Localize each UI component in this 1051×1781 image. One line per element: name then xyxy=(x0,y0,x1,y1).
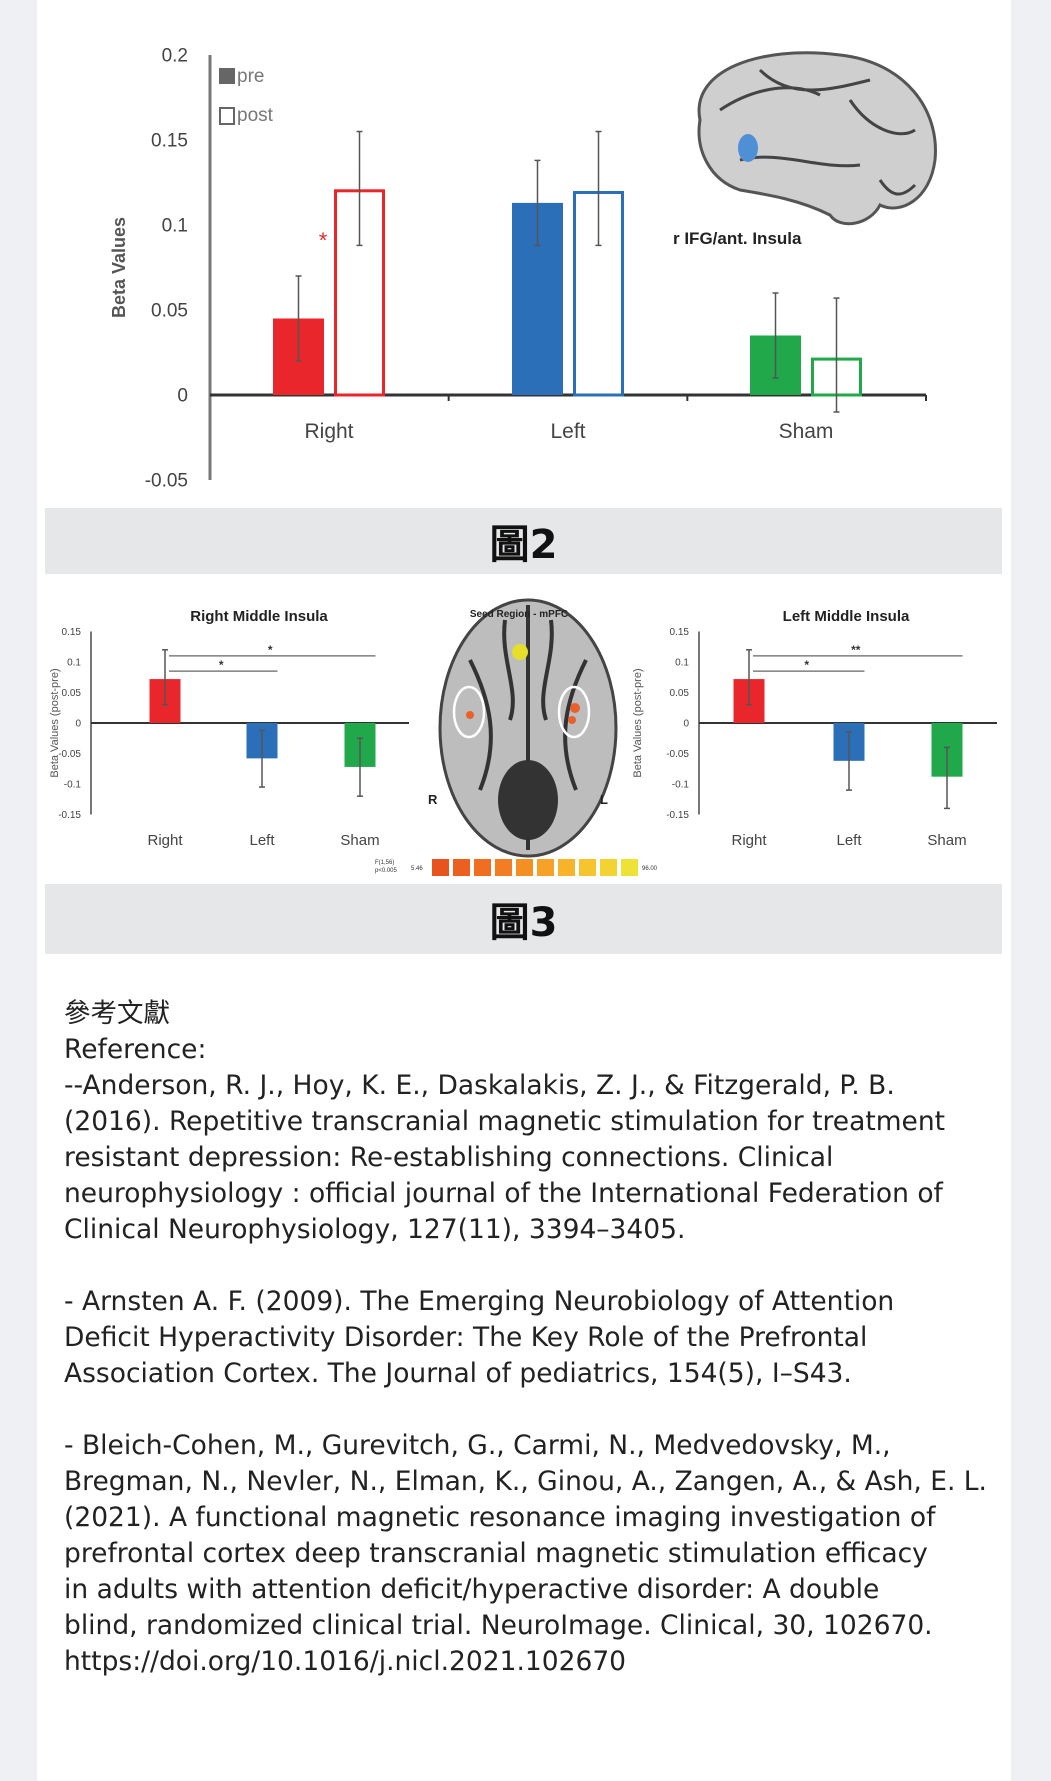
colorbar-swatch xyxy=(495,859,512,876)
colorbar-swatch xyxy=(537,859,554,876)
y-tick-label: 0.2 xyxy=(162,46,188,67)
reference-line: prefrontal cortex deep transcranial magn… xyxy=(64,1538,928,1569)
y-axis-label: Beta Values xyxy=(109,217,129,318)
y-tick-label: 0 xyxy=(683,719,689,730)
colorbar-swatch xyxy=(432,859,449,876)
reference-line: (2016). Repetitive transcranial magnetic… xyxy=(64,1106,946,1137)
y-tick-label: -0.1 xyxy=(64,780,82,791)
figure-3-charts: Seed Region - mPFC R L F(1,56) p<0.005 5… xyxy=(49,598,997,876)
colorbar-p-label: p<0.005 xyxy=(375,868,398,874)
y-tick-label: -0.1 xyxy=(672,780,690,791)
x-category-label: Right xyxy=(731,832,767,849)
reference-line: Bregman, N., Nevler, N., Elman, K., Gino… xyxy=(64,1466,987,1497)
sagittal-brain-image xyxy=(697,51,937,226)
reference-line: (2021). A functional magnetic resonance … xyxy=(64,1502,936,1533)
reference-line: in adults with attention deficit/hyperac… xyxy=(64,1574,880,1605)
figure-2-caption: 圖2 xyxy=(45,508,1002,574)
colorbar xyxy=(432,859,638,876)
significance-marker: * xyxy=(219,658,224,672)
colorbar-max: 96.00 xyxy=(642,866,658,872)
legend-label: post xyxy=(237,105,274,126)
colorbar-swatch xyxy=(453,859,470,876)
colorbar-min: 5.46 xyxy=(411,866,423,872)
reference-list: --Anderson, R. J., Hoy, K. E., Daskalaki… xyxy=(64,1068,1004,1680)
reference-line: - Bleich-Cohen, M., Gurevitch, G., Carmi… xyxy=(64,1430,891,1461)
y-tick-label: -0.05 xyxy=(145,471,188,492)
y-tick-label: 0.15 xyxy=(151,131,188,152)
references-section: 參考文獻 Reference: --Anderson, R. J., Hoy, … xyxy=(64,996,1004,1680)
legend-swatch-pre xyxy=(219,68,235,84)
y-tick-label: 0.05 xyxy=(670,688,690,699)
chart-title: Left Middle Insula xyxy=(783,608,910,625)
chart-2: 0.15 0.1 0.05 0 -0.05 -0.1 -0.15 Beta Values (p… xyxy=(632,608,997,849)
brain-marker-l: L xyxy=(600,792,608,807)
chart-1: 0.15 0.1 0.05 0 -0.05 -0.1 -0.15 Beta Values (p… xyxy=(49,608,409,849)
colorbar-swatch xyxy=(558,859,575,876)
colorbar-stat-label: F(1,56) xyxy=(375,860,394,866)
x-category-label: Left xyxy=(249,832,275,849)
significance-marker: * xyxy=(268,643,273,657)
y-tick-label: -0.05 xyxy=(666,749,689,760)
colorbar-swatch xyxy=(621,859,638,876)
y-tick-label: 0.15 xyxy=(670,627,690,638)
figure-2-chart: r IFG/ant. Insula 0.2 0.15 0.1 0.05 0 -0.05 Be… xyxy=(109,46,937,492)
axial-brain-image xyxy=(438,598,618,858)
brain-marker-r: R xyxy=(428,792,438,807)
paragraph-gap xyxy=(64,1248,1004,1284)
references-heading-en: Reference: xyxy=(64,1034,207,1065)
colorbar-swatch xyxy=(516,859,533,876)
brain-region-label: r IFG/ant. Insula xyxy=(673,229,802,248)
x-category-label: Left xyxy=(550,420,585,443)
x-category-label: Sham xyxy=(927,832,966,849)
significance-marker: * xyxy=(804,658,809,672)
chart-title: Right Middle Insula xyxy=(190,608,328,625)
significance-marker: * xyxy=(319,228,328,253)
y-axis-label: Beta Values (post-pre) xyxy=(632,668,644,777)
y-tick-label: -0.15 xyxy=(58,810,81,821)
colorbar-swatch xyxy=(579,859,596,876)
colorbar-swatch xyxy=(600,859,617,876)
y-tick-label: 0.1 xyxy=(162,216,188,237)
x-category-label: Left xyxy=(836,832,862,849)
y-tick-label: 0.05 xyxy=(62,688,82,699)
reference-line: --Anderson, R. J., Hoy, K. E., Daskalaki… xyxy=(64,1070,895,1101)
reference-line: blind, randomized clinical trial. NeuroI… xyxy=(64,1610,933,1641)
reference-line: Deficit Hyperactivity Disorder: The Key … xyxy=(64,1322,868,1353)
seed-region-title: Seed Region - mPFC xyxy=(470,609,568,620)
reference-line: neurophysiology : official journal of th… xyxy=(64,1178,943,1209)
colorbar-swatch xyxy=(474,859,491,876)
x-category-label: Right xyxy=(304,420,353,443)
figure-3-caption: 圖3 xyxy=(45,884,1002,954)
y-tick-label: 0.1 xyxy=(675,658,689,669)
y-tick-label: 0.1 xyxy=(67,658,81,669)
paragraph-gap xyxy=(64,1392,1004,1428)
y-axis-label: Beta Values (post-pre) xyxy=(49,668,61,777)
significance-marker: ** xyxy=(851,643,861,657)
y-tick-label: 0 xyxy=(177,386,188,407)
reference-line: Association Cortex. The Journal of pedia… xyxy=(64,1358,852,1389)
y-tick-label: 0.05 xyxy=(151,301,188,322)
references-heading-zh: 參考文獻 xyxy=(64,998,170,1029)
y-tick-label: 0 xyxy=(75,719,81,730)
x-category-label: Sham xyxy=(779,420,834,443)
x-category-label: Sham xyxy=(340,832,379,849)
y-tick-label: -0.15 xyxy=(666,810,689,821)
reference-line: Clinical Neurophysiology, 127(11), 3394–… xyxy=(64,1214,686,1245)
reference-doi-line[interactable]: https://doi.org/10.1016/j.nicl.2021.1026… xyxy=(64,1646,627,1677)
reference-line: - Arnsten A. F. (2009). The Emerging Neu… xyxy=(64,1286,895,1317)
reference-line: resistant depression: Re-establishing co… xyxy=(64,1142,834,1173)
legend-label: pre xyxy=(237,66,264,87)
y-tick-label: -0.05 xyxy=(58,749,81,760)
x-category-label: Right xyxy=(147,832,183,849)
legend-swatch-post xyxy=(219,107,235,125)
bar-post xyxy=(334,189,385,397)
y-tick-label: 0.15 xyxy=(62,627,82,638)
